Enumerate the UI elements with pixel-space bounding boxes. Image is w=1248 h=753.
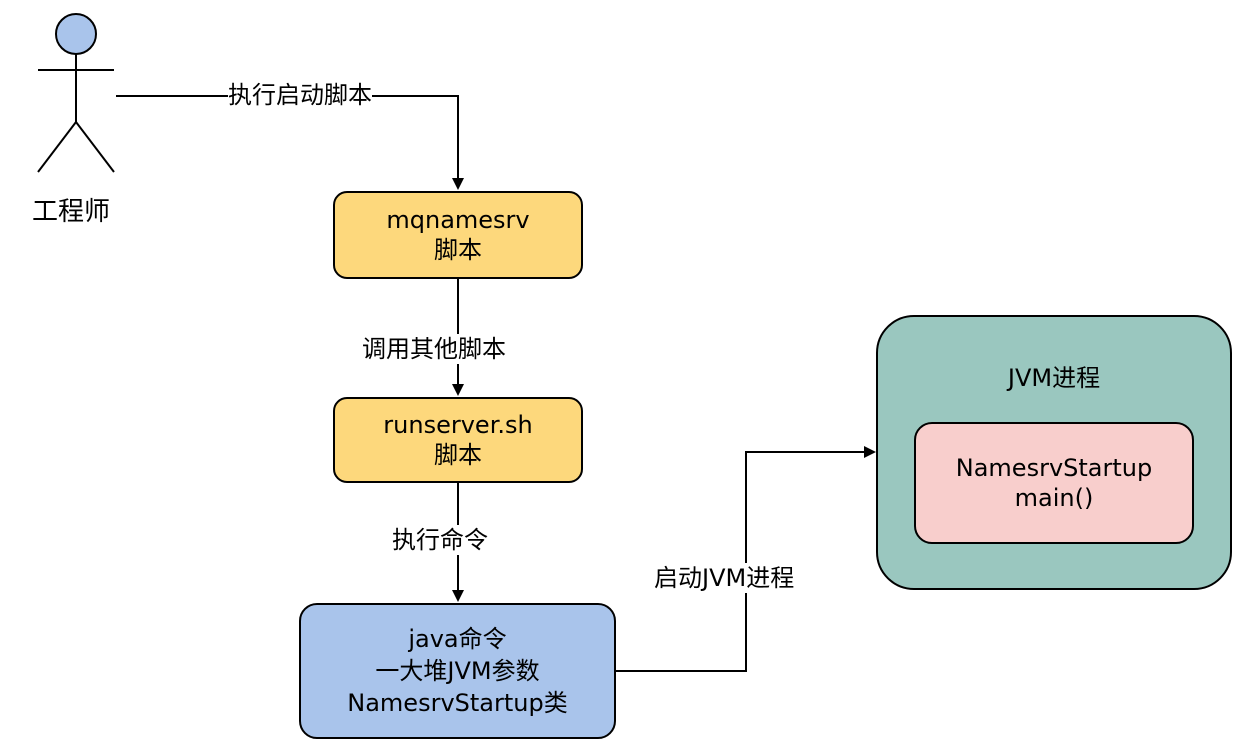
node-jvm-title: JVM进程 bbox=[1007, 364, 1101, 392]
node-startup-method: main() bbox=[1014, 484, 1094, 512]
node-java-line1: java命令 bbox=[408, 625, 507, 653]
node-runserver-script: runserver.sh 脚本 bbox=[333, 397, 583, 483]
node-mqnamesrv-title: mqnamesrv bbox=[386, 206, 530, 234]
edge-label-call-other: 调用其他脚本 bbox=[362, 334, 506, 364]
actor-label: 工程师 bbox=[32, 197, 111, 227]
node-java-command: java命令 一大堆JVM参数 NamesrvStartup类 bbox=[299, 603, 616, 739]
node-runserver-title: runserver.sh bbox=[383, 411, 533, 439]
edge-label-run-script: 执行启动脚本 bbox=[228, 80, 372, 110]
node-java-line2: 一大堆JVM参数 bbox=[375, 657, 540, 685]
actor-figure bbox=[37, 13, 115, 173]
edge-label-start-jvm: 启动JVM进程 bbox=[654, 563, 795, 593]
edge-start-jvm bbox=[614, 446, 876, 672]
node-namesrv-startup: NamesrvStartup main() bbox=[914, 422, 1194, 544]
node-runserver-subtitle: 脚本 bbox=[434, 441, 482, 469]
actor-head bbox=[55, 13, 97, 55]
node-mqnamesrv-subtitle: 脚本 bbox=[434, 236, 482, 264]
edge-label-exec-cmd: 执行命令 bbox=[392, 525, 488, 555]
node-mqnamesrv-script: mqnamesrv 脚本 bbox=[333, 191, 583, 279]
node-java-line3: NamesrvStartup类 bbox=[347, 689, 568, 717]
node-startup-class: NamesrvStartup bbox=[955, 454, 1153, 482]
